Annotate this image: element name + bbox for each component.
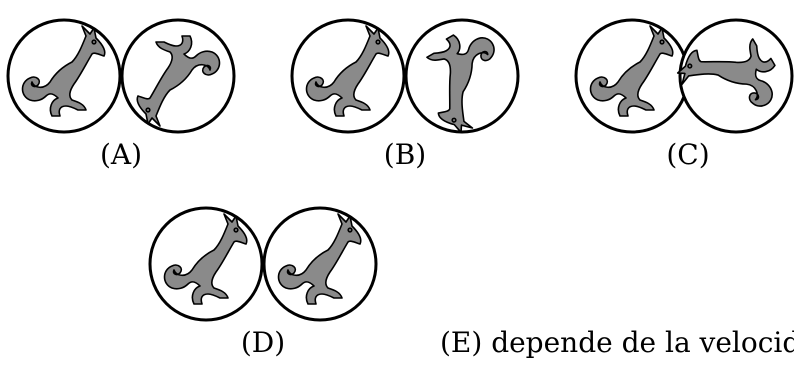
option-a-label: (A) xyxy=(100,138,142,171)
option-e-text[interactable]: (E) depende de la velocidad xyxy=(440,326,794,359)
option-a[interactable]: (A) xyxy=(6,18,236,171)
option-b-label: (B) xyxy=(384,138,426,171)
option-d-label: (D) xyxy=(241,326,285,359)
option-b[interactable]: (B) xyxy=(290,18,525,171)
option-c[interactable]: (C) xyxy=(574,18,794,171)
option-c-label: (C) xyxy=(666,138,709,171)
option-d[interactable]: (D) xyxy=(148,206,378,359)
